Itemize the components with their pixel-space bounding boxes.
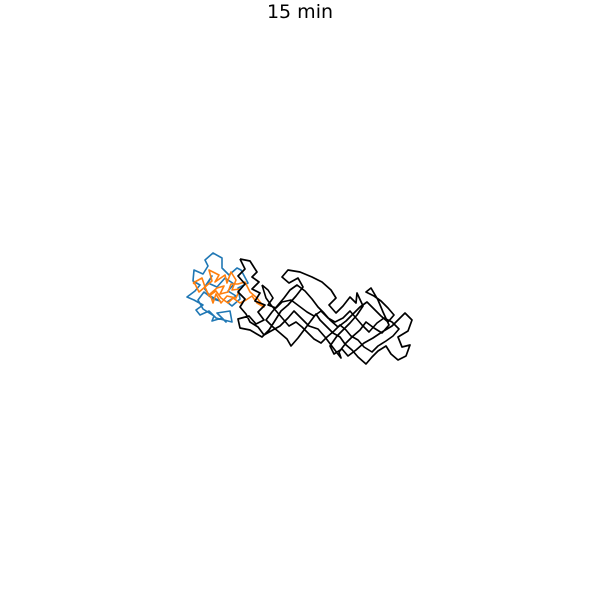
blue-chain: [186, 252, 249, 323]
orange-chain: [192, 269, 265, 308]
black-chain: [237, 258, 413, 365]
black-chain-path-detail: [261, 284, 400, 353]
orange-chain-path: [192, 269, 265, 308]
blue-chain-path: [186, 252, 249, 323]
figure-title: 15 min: [266, 1, 334, 23]
black-chain-path: [237, 258, 413, 365]
